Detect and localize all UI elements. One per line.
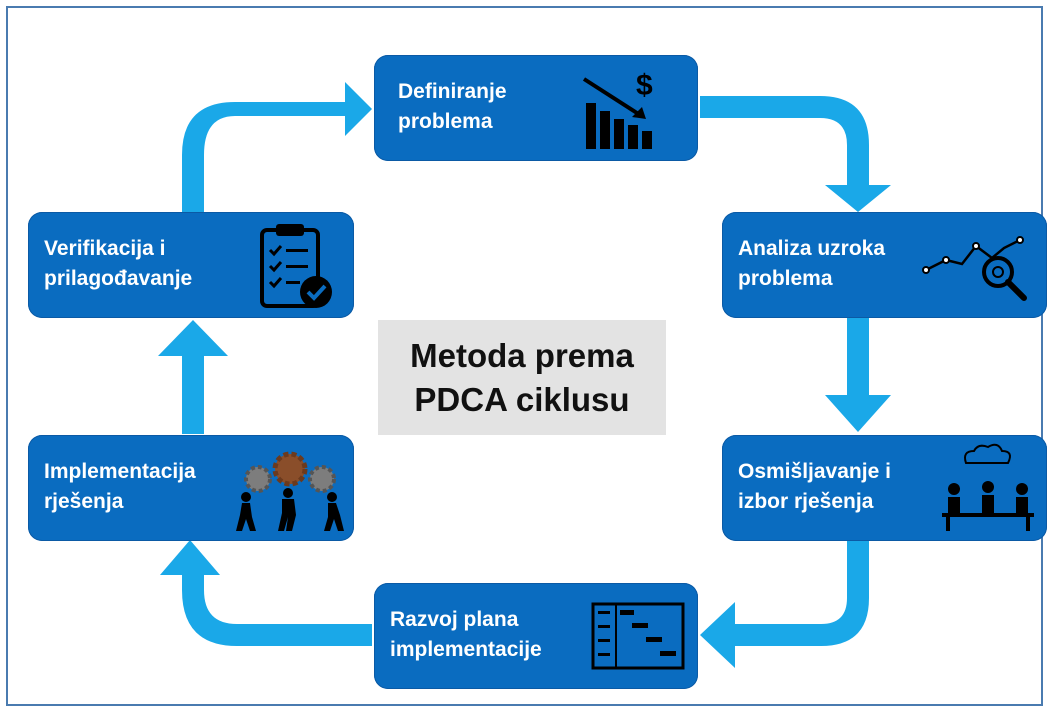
arrow-verify-to-define — [182, 82, 372, 212]
step-verify-label: Verifikacija i prilagođavanje — [44, 237, 193, 290]
checklist-clipboard-icon — [260, 224, 332, 308]
step-verify: Verifikacija i prilagođavanje — [28, 212, 354, 318]
step-implement-label: Implementacija rješenja — [44, 460, 196, 513]
arrow-implement-to-verify — [158, 320, 228, 434]
step-design: Osmišljavanje i izbor rješenja — [722, 435, 1047, 541]
step-analyze: Analiza uzroka problema — [722, 212, 1047, 318]
gantt-chart-icon — [591, 602, 685, 670]
team-meeting-icon — [942, 443, 1034, 531]
arrow-plan-to-implement — [160, 540, 372, 646]
step-define-label: Definiranje problema — [398, 80, 507, 133]
step-define: Definiranje problema $ — [374, 55, 698, 161]
diagram-title: Metoda prema PDCA ciklusu — [410, 336, 634, 418]
arrow-define-to-analyze — [700, 96, 891, 212]
svg-text:$: $ — [636, 69, 653, 102]
step-implement: Implementacija rješenja — [28, 435, 354, 541]
step-plan: Razvoj plana implementacije — [374, 583, 698, 689]
step-design-label: Osmišljavanje i izbor rješenja — [738, 460, 891, 513]
arrow-design-to-plan — [700, 540, 869, 668]
declining-bar-chart-dollar-icon: $ — [582, 69, 653, 149]
center-title-panel: Metoda prema PDCA ciklusu — [378, 320, 666, 435]
step-analyze-label: Analiza uzroka problema — [738, 237, 886, 290]
people-pushing-gears-icon — [236, 451, 344, 531]
line-chart-magnifier-icon — [922, 236, 1027, 301]
step-plan-label: Razvoj plana implementacije — [390, 608, 542, 661]
arrow-analyze-to-design — [825, 318, 891, 432]
